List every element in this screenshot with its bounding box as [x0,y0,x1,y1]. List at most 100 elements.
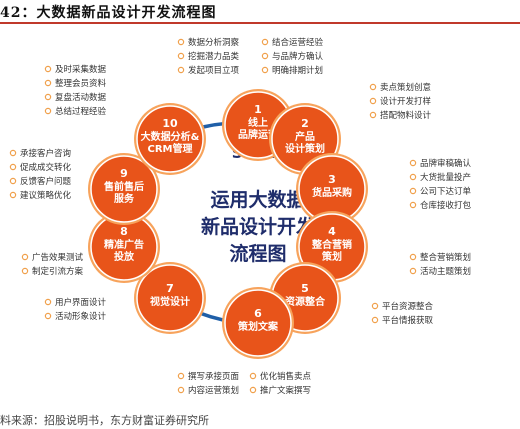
stage-number: 3 [328,173,336,186]
bullet-icon [409,201,417,209]
bullet-icon [369,111,377,119]
center-line-1: 运用大数据 [210,188,305,211]
bullet-icon [249,372,257,380]
figure-source: 料来源：招股说明书，东方财富证券研究所 [0,414,209,427]
bullet-icon [44,298,52,306]
callout-item: 撰写承接页面 [188,371,240,382]
callout-item: 促成成交转化 [20,162,72,173]
callout-item: 结合运营经验 [272,37,324,48]
stage-circle [90,155,158,223]
stage-label-line: 大数据分析& [141,130,200,143]
bullet-icon [177,52,185,60]
callout-item: 推广文案撰写 [260,385,311,396]
callout-item: 数据分析洞察 [188,37,240,48]
bullet-icon [409,159,417,167]
bullet-icon [409,253,417,261]
stage-nodes: 1线上品牌运营2产品设计策划3货品采购4整合营销策划5资源整合6策划文案7视觉设… [88,89,368,359]
bullet-icon [44,312,52,320]
stage-number: 2 [301,117,309,130]
stage-label-line: 服务 [114,192,135,205]
bullet-icon [261,52,269,60]
stage-label-line: 资源整合 [285,295,326,308]
stage-circle [136,264,204,332]
bullet-icon [261,66,269,74]
stage-number: 1 [254,103,262,116]
stage-number: 6 [254,307,262,320]
bullet-icon [177,372,185,380]
callout-item: 公司下达订单 [420,186,472,197]
stage-number: 8 [120,225,128,238]
bullet-icon [9,163,17,171]
stage-label-line: 货品采购 [312,186,352,199]
stage-label-line: 售前售后 [104,180,144,193]
callout-item: 优化销售卖点 [260,371,312,382]
stage-label-line: 视觉设计 [150,295,190,308]
bullet-icon [177,38,185,46]
callout-item: 活动主题策划 [420,266,471,277]
bullet-icon [44,93,52,101]
stage-label-line: CRM管理 [148,142,193,155]
stage-callouts: 数据分析洞察挖掘潜力品类发起项目立项结合运营经验与品牌方确认明确排期计划卖点策划… [9,37,472,396]
bullet-icon [21,267,29,275]
stage-circle [224,289,292,357]
callout-item: 及时采集数据 [55,64,107,75]
callout-item: 承接客户咨询 [20,148,71,159]
bullet-icon [409,187,417,195]
bullet-icon [409,267,417,275]
callout-item: 发起项目立项 [188,65,240,76]
stage-label-line: 设计策划 [285,142,325,155]
bullet-icon [44,107,52,115]
callout-item: 搭配物料设计 [380,110,432,121]
bullet-icon [369,97,377,105]
bullet-icon [371,316,379,324]
callout-item: 品牌审稿确认 [420,158,472,169]
bullet-icon [9,177,17,185]
stage-number: 7 [166,282,174,295]
stage-label-line: 整合营销 [311,238,352,251]
callout-item: 平台资源整合 [382,301,434,312]
stage-label-line: 品牌运营 [238,128,278,141]
callout-item: 用户界面设计 [55,297,107,308]
title-rule [0,22,520,24]
center-line-3: 流程图 [229,242,286,265]
callout-item: 整理会员资料 [55,78,107,89]
stage-label-line: 策划文案 [238,320,279,333]
callout-item: 大货批量投产 [420,172,471,183]
bullet-icon [21,253,29,261]
stage-label-line: 投放 [114,250,135,263]
stage-number: 10 [162,117,178,130]
stage-number: 9 [120,167,128,180]
bullet-icon [9,191,17,199]
callout-item: 平台情报获取 [382,315,434,326]
callout-item: 建议策略优化 [20,190,72,201]
callout-item: 与品牌方确认 [272,51,324,62]
bullet-icon [369,83,377,91]
bullet-icon [261,38,269,46]
center-line-2: 新品设计开发 [201,215,316,238]
figure-title: 42：大数据新品设计开发流程图 [0,5,217,21]
stage-number: 5 [301,282,309,295]
callout-item: 仓库接收打包 [420,200,472,211]
stage-circle [136,105,204,173]
stage-label-line: 线上 [248,116,268,129]
bullet-icon [177,386,185,394]
callout-item: 明确排期计划 [272,65,323,76]
callout-item: 总结过程经验 [55,106,107,117]
bullet-icon [44,79,52,87]
callout-item: 整合营销策划 [420,252,471,263]
bullet-icon [249,386,257,394]
bullet-icon [9,149,17,157]
callout-item: 挖掘潜力品类 [188,51,240,62]
stage-label-line: 精准广告 [104,238,144,251]
bullet-icon [409,173,417,181]
bullet-icon [371,302,379,310]
bullet-icon [44,65,52,73]
stage-label-line: 策划 [322,250,342,263]
callout-item: 广告效果测试 [32,252,84,263]
callout-item: 复盘活动数据 [55,92,107,103]
